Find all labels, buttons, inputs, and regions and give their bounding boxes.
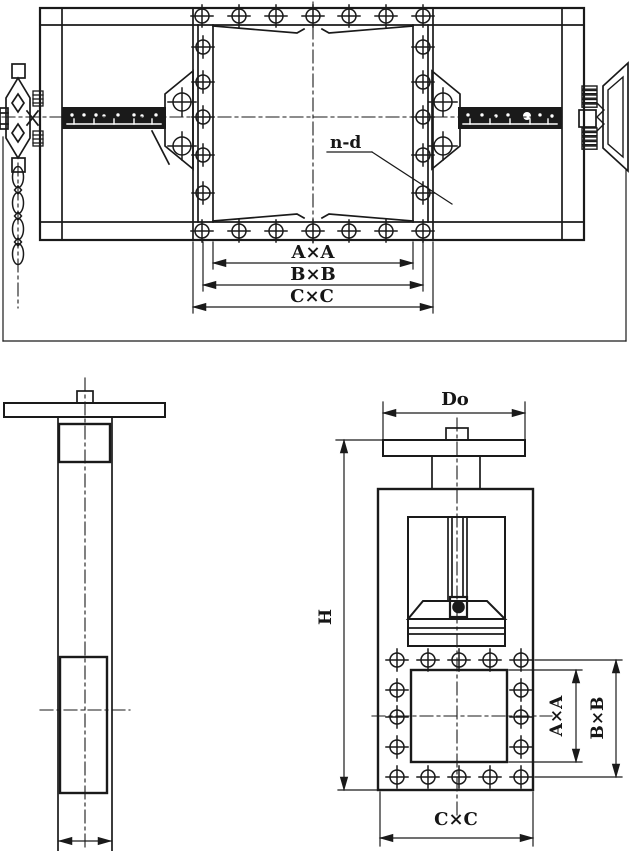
dim-axa-top: A×A [290,242,335,263]
dim-axa-front: A×A [547,695,567,737]
gate-pocket [58,655,109,795]
dim-cxc-front: C×C [434,809,478,830]
port-opening [409,668,509,764]
top-view: n-d A×A B×B C×C [0,1,629,342]
dim-cxc-top: C×C [290,286,334,307]
handwheel-plate-side [3,402,166,418]
bolt-holes-right-column [411,35,435,205]
dim-bxb-top: B×B [290,264,336,285]
chain-wheel [0,63,44,173]
nd-callout: n-d [326,133,453,205]
do-dimension: Do [381,389,527,441]
front-view: Do [316,389,623,847]
top-view-dimensions: A×A B×B C×C [191,241,435,314]
body-window [405,516,508,647]
valve-body [376,487,535,792]
top-view-centerlines [1,1,563,309]
side-view [3,377,166,851]
handwheel [578,61,629,173]
yoke-box [57,422,112,464]
stem-pin [452,600,465,614]
handwheel-plate-front [382,439,526,457]
handwheel-hub-teeth [581,85,598,150]
screw-shaft-right [458,107,562,129]
dim-h-label: H [316,609,336,625]
screw-shaft-left [62,107,166,129]
bolt-holes-left-column [191,35,215,205]
guide-plate-right [431,69,461,171]
guide-plate-left [150,69,194,171]
nd-label: n-d [330,133,361,153]
cxc-dimension-front: C×C [378,791,535,847]
valve-column [57,416,113,851]
dim-do-label: Do [441,389,469,410]
overall-extension-lines [2,136,627,342]
dim-bxb-front: B×B [588,697,608,740]
gate-wedge [405,600,508,620]
yoke-neck [431,455,481,490]
bxb-dimension-front: B×B [534,658,623,779]
axa-dimension-front: A×A [508,668,583,764]
frame [38,6,586,242]
h-dimension: H [316,438,384,792]
stem-nut-block [448,595,469,619]
